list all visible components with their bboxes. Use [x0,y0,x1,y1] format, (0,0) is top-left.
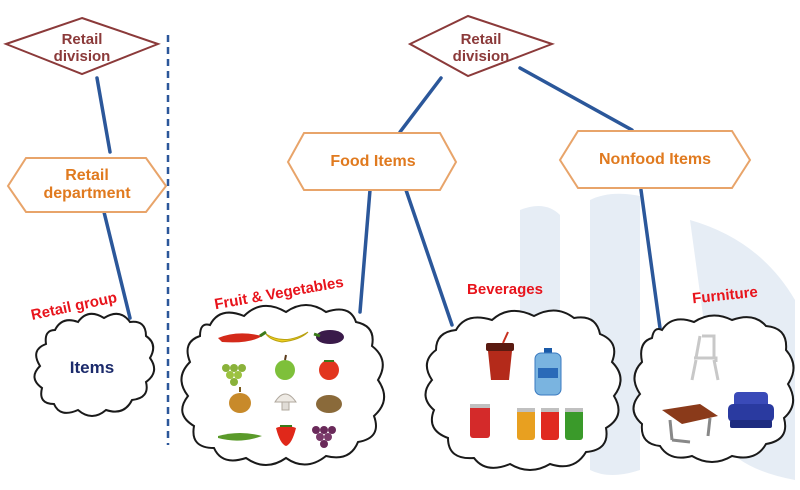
soda-cup-icon [486,331,514,380]
connector-division-nonfood [518,66,634,132]
connector-nonfood-furniture [639,188,662,330]
connector-division-food [398,76,443,134]
apple-icon [275,354,295,380]
grapes-icon [222,364,246,386]
banana-icon [265,331,309,343]
chili-pepper-icon [218,330,267,343]
connector-food-beverages [404,188,454,327]
food-items-hexagon[interactable] [286,132,458,191]
red-grapes-icon [312,426,336,448]
fruit-icons [218,330,344,448]
cucumber-icon [218,433,262,441]
fruit-cloud[interactable] [180,304,385,466]
soda-can-icon [470,404,490,438]
armchair-icon [728,392,774,428]
water-bottle-icon [534,348,562,396]
food-items-label: Food Items [330,153,416,170]
cola-cans-icon [517,408,583,440]
tomato-icon [319,360,339,380]
left-department-hexagon[interactable] [6,157,168,213]
left-division-diamond[interactable] [3,16,161,76]
beverages-label: Beverages [467,281,543,298]
beverage-icons [470,331,583,440]
connector-food-fruit [358,188,372,314]
eggplant-icon [313,330,344,344]
onion-icon [229,387,251,413]
connector-department-group [102,210,132,320]
potato-icon [316,395,342,413]
desk-icon [662,404,718,444]
furniture-icons [662,334,774,444]
nonfood-items-hexagon[interactable] [558,130,752,189]
right-division-diamond[interactable] [407,14,555,78]
beverages-cloud[interactable] [424,309,622,471]
connector-lines [95,66,662,330]
strawberry-icon [276,425,296,446]
items-label: Items [69,358,115,377]
nonfood-items-label: Nonfood Items [599,151,711,168]
chair-icon [690,334,720,381]
items-cloud[interactable] [33,312,156,417]
connector-division-department [95,76,112,154]
mushroom-icon [274,393,297,411]
